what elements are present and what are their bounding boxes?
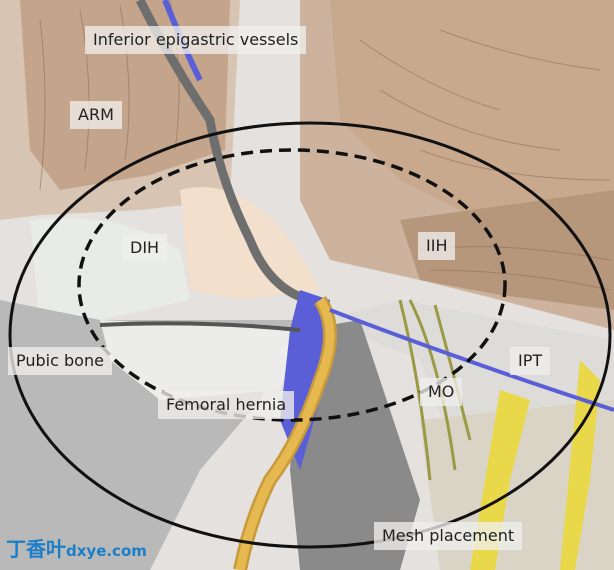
inferior-epigastric-vessel <box>135 0 312 305</box>
femoral-vein <box>280 290 330 470</box>
label-arm: ARM <box>70 101 122 129</box>
label-pubic-bone: Pubic bone <box>8 347 112 375</box>
label-dih: DIH <box>122 234 168 262</box>
watermark-site: dxye.com <box>66 542 147 560</box>
label-mesh-placement: Mesh placement <box>374 522 523 550</box>
watermark-cn: 丁香叶 <box>6 537 66 561</box>
label-ipt: IPT <box>510 347 551 375</box>
myopectineal-orifice-outline <box>77 148 507 422</box>
label-inferior-epigastric-vessels: Inferior epigastric vessels <box>85 26 307 54</box>
label-mo: MO <box>420 378 463 406</box>
label-femoral-hernia: Femoral hernia <box>158 391 295 419</box>
watermark-logo: 丁香叶dxye.com <box>6 533 147 562</box>
label-iih: IIH <box>418 232 456 260</box>
mesh-placement-outline <box>8 121 612 549</box>
